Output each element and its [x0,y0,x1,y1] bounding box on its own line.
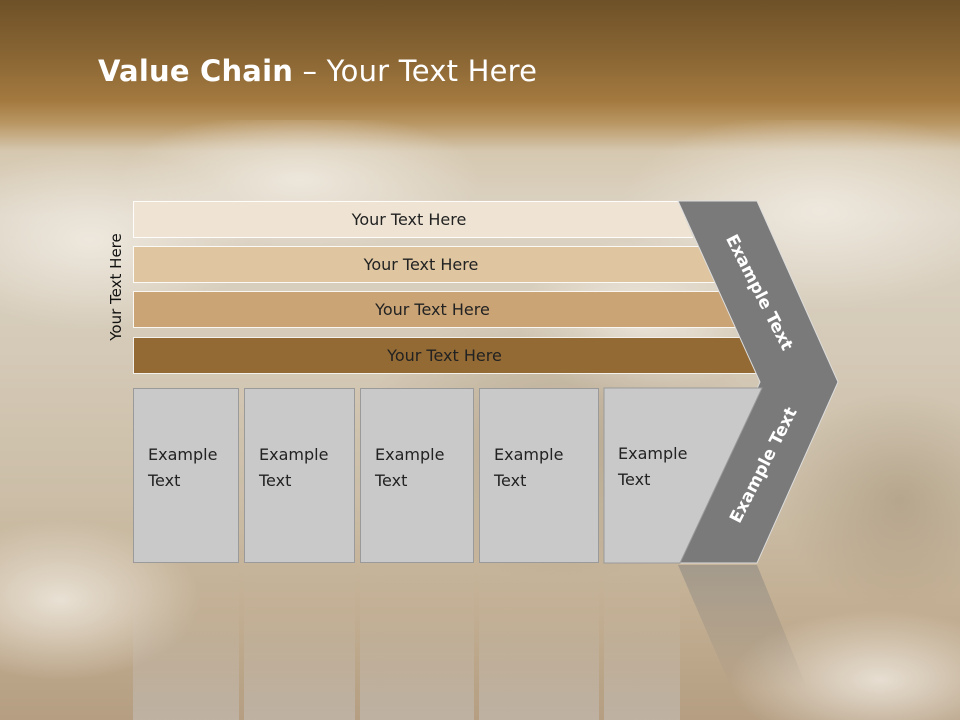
box-5-line2: Text [618,470,651,489]
box-4-line1: Example [494,445,564,464]
band-2-label: Your Text Here [363,255,479,274]
box-5-line1: Example [618,444,688,463]
box-5-reflection [604,565,680,720]
box-2-line2: Text [259,471,292,490]
box-1-line2: Text [148,471,181,490]
box-2-line1: Example [259,445,329,464]
side-label: Your Text Here [107,233,125,341]
box-1-reflection [133,565,239,720]
box-3-line1: Example [375,445,445,464]
box-2-reflection [244,565,355,720]
box-1-line1: Example [148,445,218,464]
band-1-label: Your Text Here [351,210,467,229]
box-2[interactable]: Example Text [244,388,355,563]
box-4-line2: Text [494,471,527,490]
title-rest: – Your Text Here [293,54,538,88]
band-4[interactable]: Your Text Here [133,337,764,374]
box-1[interactable]: Example Text [133,388,239,563]
band-3-label: Your Text Here [375,300,490,319]
title-bold: Value Chain [98,54,294,88]
band-1[interactable]: Your Text Here [133,201,693,238]
box-5[interactable]: Example Text [604,388,688,563]
band-2[interactable]: Your Text Here [133,246,717,283]
box-3-line2: Text [375,471,408,490]
box-3-reflection [360,565,474,720]
box-4-reflection [479,565,599,720]
box-4[interactable]: Example Text [479,388,599,563]
box-3[interactable]: Example Text [360,388,474,563]
band-4-label: Your Text Here [387,346,502,365]
band-3[interactable]: Your Text Here [133,291,740,328]
slide-title: Value Chain – Your Text Here [98,54,537,88]
